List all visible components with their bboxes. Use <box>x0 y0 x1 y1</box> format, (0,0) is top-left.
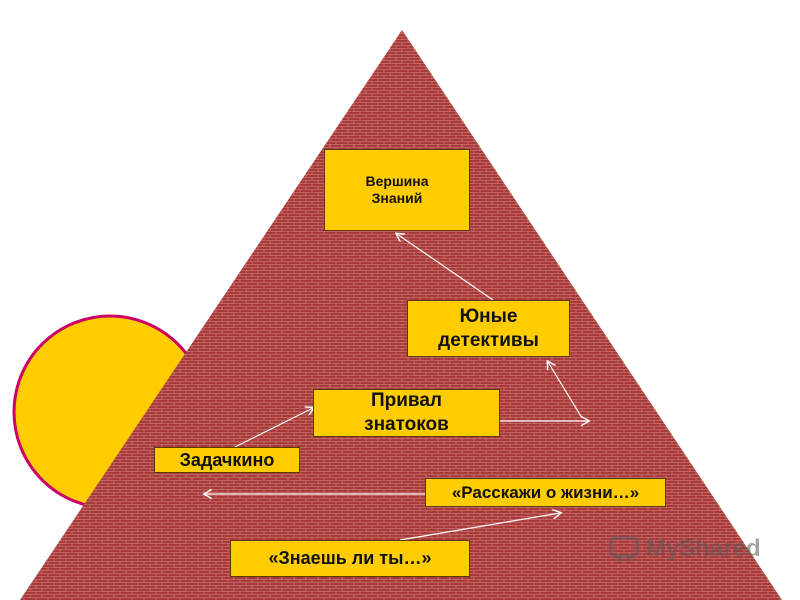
tell-box-label: «Расскажи о жизни…» <box>451 482 640 502</box>
watermark: MyShared <box>608 534 761 564</box>
pyramid-shape <box>20 30 782 600</box>
detectives-box-line2: детективы <box>438 329 539 351</box>
tell-box: «Расскажи о жизни…» <box>425 478 666 507</box>
myshared-logo-icon <box>609 536 639 562</box>
detectives-box-line1: Юные <box>459 305 518 327</box>
know-box: «Знаешь ли ты…» <box>230 540 470 577</box>
detectives-box: Юные детективы <box>407 300 570 357</box>
halt-box-line2: знатоков <box>364 414 449 435</box>
arrow-know-to-tell <box>399 513 560 541</box>
top-box-line2: Знаний <box>371 190 423 206</box>
halt-box-line1: Привал <box>370 390 442 412</box>
halt-box: Привал знатоков <box>313 389 500 437</box>
tasks-box: Задачкино <box>154 447 300 473</box>
top-box-line1: Вершина <box>365 172 429 189</box>
know-box-label: «Знаешь ли ты…» <box>268 548 432 569</box>
arrow-tasks-to-halt <box>234 408 313 448</box>
arrow-detectives-to-top <box>397 234 494 301</box>
arrow-up-to-detectives <box>548 362 583 419</box>
tasks-box-label: Задачкино <box>179 449 275 470</box>
watermark-text: MyShared <box>646 535 761 562</box>
top-box: Вершина Знаний <box>324 149 470 231</box>
